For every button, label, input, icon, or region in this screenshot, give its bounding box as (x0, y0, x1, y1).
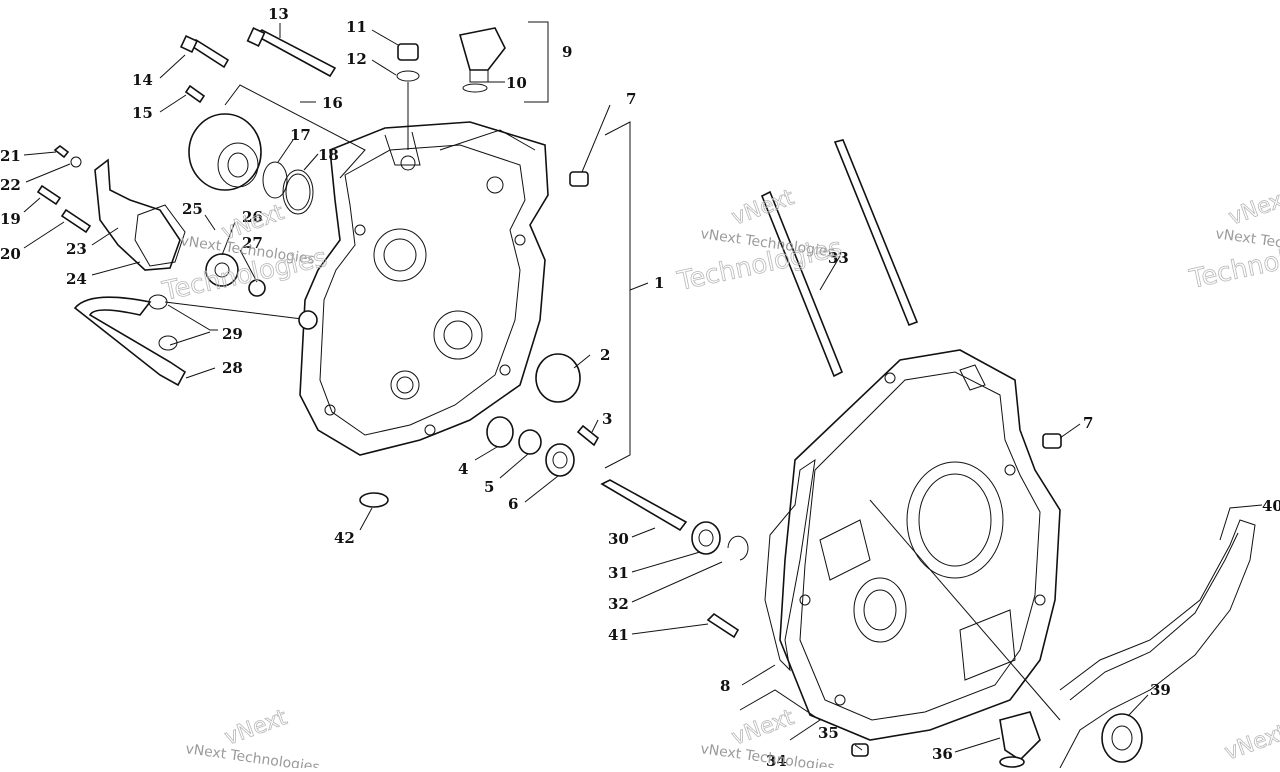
callout-28: 28 (222, 359, 243, 377)
callout-36: 36 (932, 745, 953, 763)
callout-22: 22 (0, 176, 21, 194)
callout-21: 21 (0, 147, 21, 165)
watermark-12: vNext (729, 705, 798, 751)
callout-15: 15 (132, 104, 153, 122)
hose-clamp (158, 335, 178, 351)
callout-8: 8 (720, 677, 730, 695)
callout-25: 25 (182, 200, 203, 218)
callout-39: 39 (1150, 681, 1171, 699)
watermark-4: vNext (729, 185, 798, 231)
pump-cover (188, 113, 262, 191)
callout-33: 33 (828, 249, 849, 267)
callout-16: 16 (322, 94, 343, 112)
coolant-hose (73, 296, 187, 387)
shaft (600, 479, 688, 532)
oil-filler-cap (458, 27, 506, 93)
callout-1: 1 (654, 274, 664, 292)
washer (396, 70, 420, 82)
circlip (727, 535, 749, 561)
watermark-10: vNext (222, 705, 291, 751)
callout-6: 6 (508, 495, 518, 513)
gasket (764, 458, 816, 672)
callout-3: 3 (602, 410, 612, 428)
callout-7a: 7 (626, 90, 636, 108)
callout-4: 4 (458, 460, 468, 478)
washer (70, 156, 82, 168)
bearing (486, 416, 514, 448)
callout-31: 31 (608, 564, 629, 582)
left-crankcase-half (299, 121, 549, 456)
bearing (518, 429, 542, 455)
seal-plate (535, 353, 581, 403)
bearing (545, 443, 575, 477)
o-ring (282, 169, 314, 215)
bolt (36, 184, 62, 206)
callout-14: 14 (132, 71, 153, 89)
drain-plug (397, 43, 419, 61)
callout-24: 24 (66, 270, 87, 288)
watermark-13: vNext Technologies (699, 741, 835, 768)
callout-26: 26 (242, 208, 263, 226)
callout-12: 12 (346, 50, 367, 68)
callout-7b: 7 (1083, 414, 1093, 432)
short-bolt (184, 84, 206, 104)
long-bolt (253, 29, 337, 78)
callout-35: 35 (818, 724, 839, 742)
callout-18: 18 (318, 146, 339, 164)
bolt (706, 612, 740, 639)
o-ring (262, 161, 288, 199)
bolt (60, 208, 92, 234)
callout-2: 2 (600, 346, 610, 364)
callout-42: 42 (334, 529, 355, 547)
watermark-7: vNext (1226, 185, 1280, 231)
stud-bolts (760, 139, 919, 378)
callout-20: 20 (0, 245, 21, 263)
callout-34: 34 (766, 752, 787, 768)
callout-29: 29 (222, 325, 243, 343)
callout-30: 30 (608, 530, 629, 548)
bolt (53, 144, 70, 159)
cover-gasket (1059, 519, 1256, 769)
callout-11: 11 (346, 18, 367, 36)
bearing (691, 521, 721, 555)
callout-23: 23 (66, 240, 87, 258)
plug (359, 492, 389, 508)
dowel-pin (569, 171, 589, 187)
bolt (576, 424, 600, 447)
callout-5: 5 (484, 478, 494, 496)
right-crankcase-half (779, 349, 1061, 741)
callout-27: 27 (242, 234, 263, 252)
callout-19: 19 (0, 210, 21, 228)
callout-10: 10 (506, 74, 527, 92)
callout-17: 17 (290, 126, 311, 144)
dowel-pin (851, 743, 869, 757)
watermark-11: vNext Technologies (184, 741, 320, 768)
dowel-pin (1042, 433, 1062, 449)
bearing (1101, 713, 1143, 763)
leader-lines (23, 21, 1263, 753)
callout-labels: 1 2 3 4 5 6 7 7 8 9 10 11 12 13 14 15 16… (0, 5, 1280, 770)
callout-40: 40 (1262, 497, 1280, 515)
callout-41: 41 (608, 626, 629, 644)
callout-32: 32 (608, 595, 629, 613)
oil-strainer (999, 711, 1041, 762)
callout-9: 9 (562, 43, 572, 61)
callout-13: 13 (268, 5, 289, 23)
watermark-14: vNext (1222, 720, 1280, 766)
